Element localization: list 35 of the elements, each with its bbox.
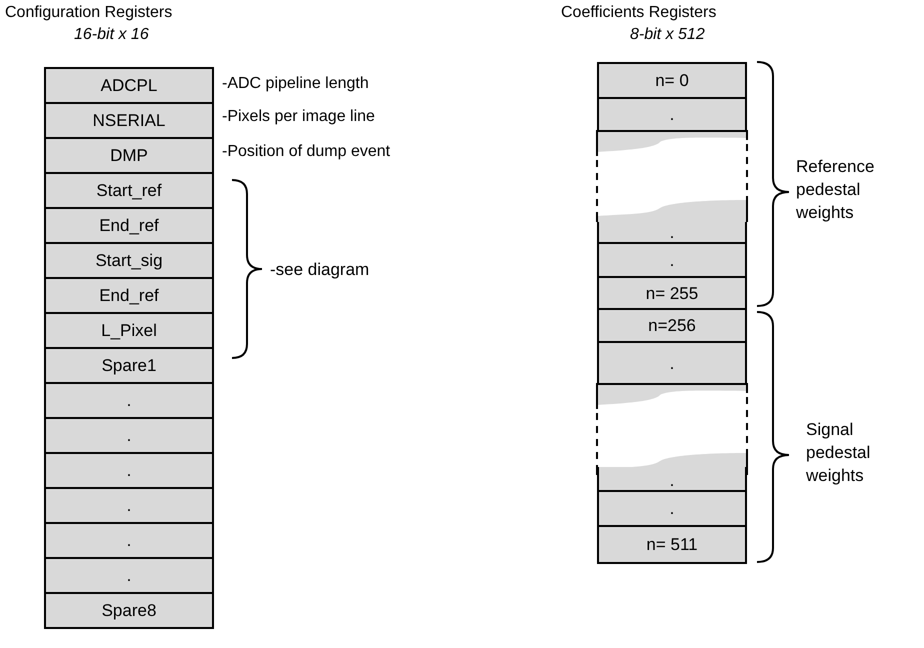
register-cell: . xyxy=(44,452,214,489)
register-cell: Start_sig xyxy=(44,242,214,279)
register-cell: Start_ref xyxy=(44,172,214,209)
annotation-text: Reference pedestal weights xyxy=(796,156,876,224)
register-cell: . xyxy=(597,97,747,132)
register-cell: . xyxy=(44,557,214,594)
register-cell: ADCPL xyxy=(44,67,214,104)
register-cell: . xyxy=(44,522,214,559)
register-cell: DMP xyxy=(44,137,214,174)
register-cell: . xyxy=(44,487,214,524)
register-cell: Spare8 xyxy=(44,592,214,629)
register-cell: . xyxy=(597,222,747,244)
register-cell: n= 0 xyxy=(597,62,747,99)
register-cell: . xyxy=(597,467,747,492)
annotation-text: -see diagram xyxy=(270,259,370,281)
annotation-text: Signal pedestal weights xyxy=(806,419,872,487)
register-cell: n= 255 xyxy=(597,276,747,310)
register-cell: . xyxy=(44,382,214,419)
register-description: -Position of dump event xyxy=(222,142,390,162)
table-title: Configuration Registers xyxy=(5,3,172,23)
register-cell: . xyxy=(597,490,747,527)
table-subtitle: 16-bit x 16 xyxy=(74,25,149,45)
register-cell: End_ref xyxy=(44,207,214,244)
register-description: -Pixels per image line xyxy=(222,107,375,127)
register-cell: Spare1 xyxy=(44,347,214,384)
table-title: Coefficients Registers xyxy=(561,3,716,23)
table-subtitle: 8-bit x 512 xyxy=(630,25,705,45)
register-cell: End_ref xyxy=(44,277,214,314)
register-cell: n= 511 xyxy=(597,525,747,564)
register-cell: NSERIAL xyxy=(44,102,214,139)
register-cell: L_Pixel xyxy=(44,312,214,349)
register-cell: . xyxy=(44,417,214,454)
register-cell: n=256 xyxy=(597,308,747,343)
register-description: -ADC pipeline length xyxy=(222,74,369,94)
register-cell: . xyxy=(597,242,747,278)
